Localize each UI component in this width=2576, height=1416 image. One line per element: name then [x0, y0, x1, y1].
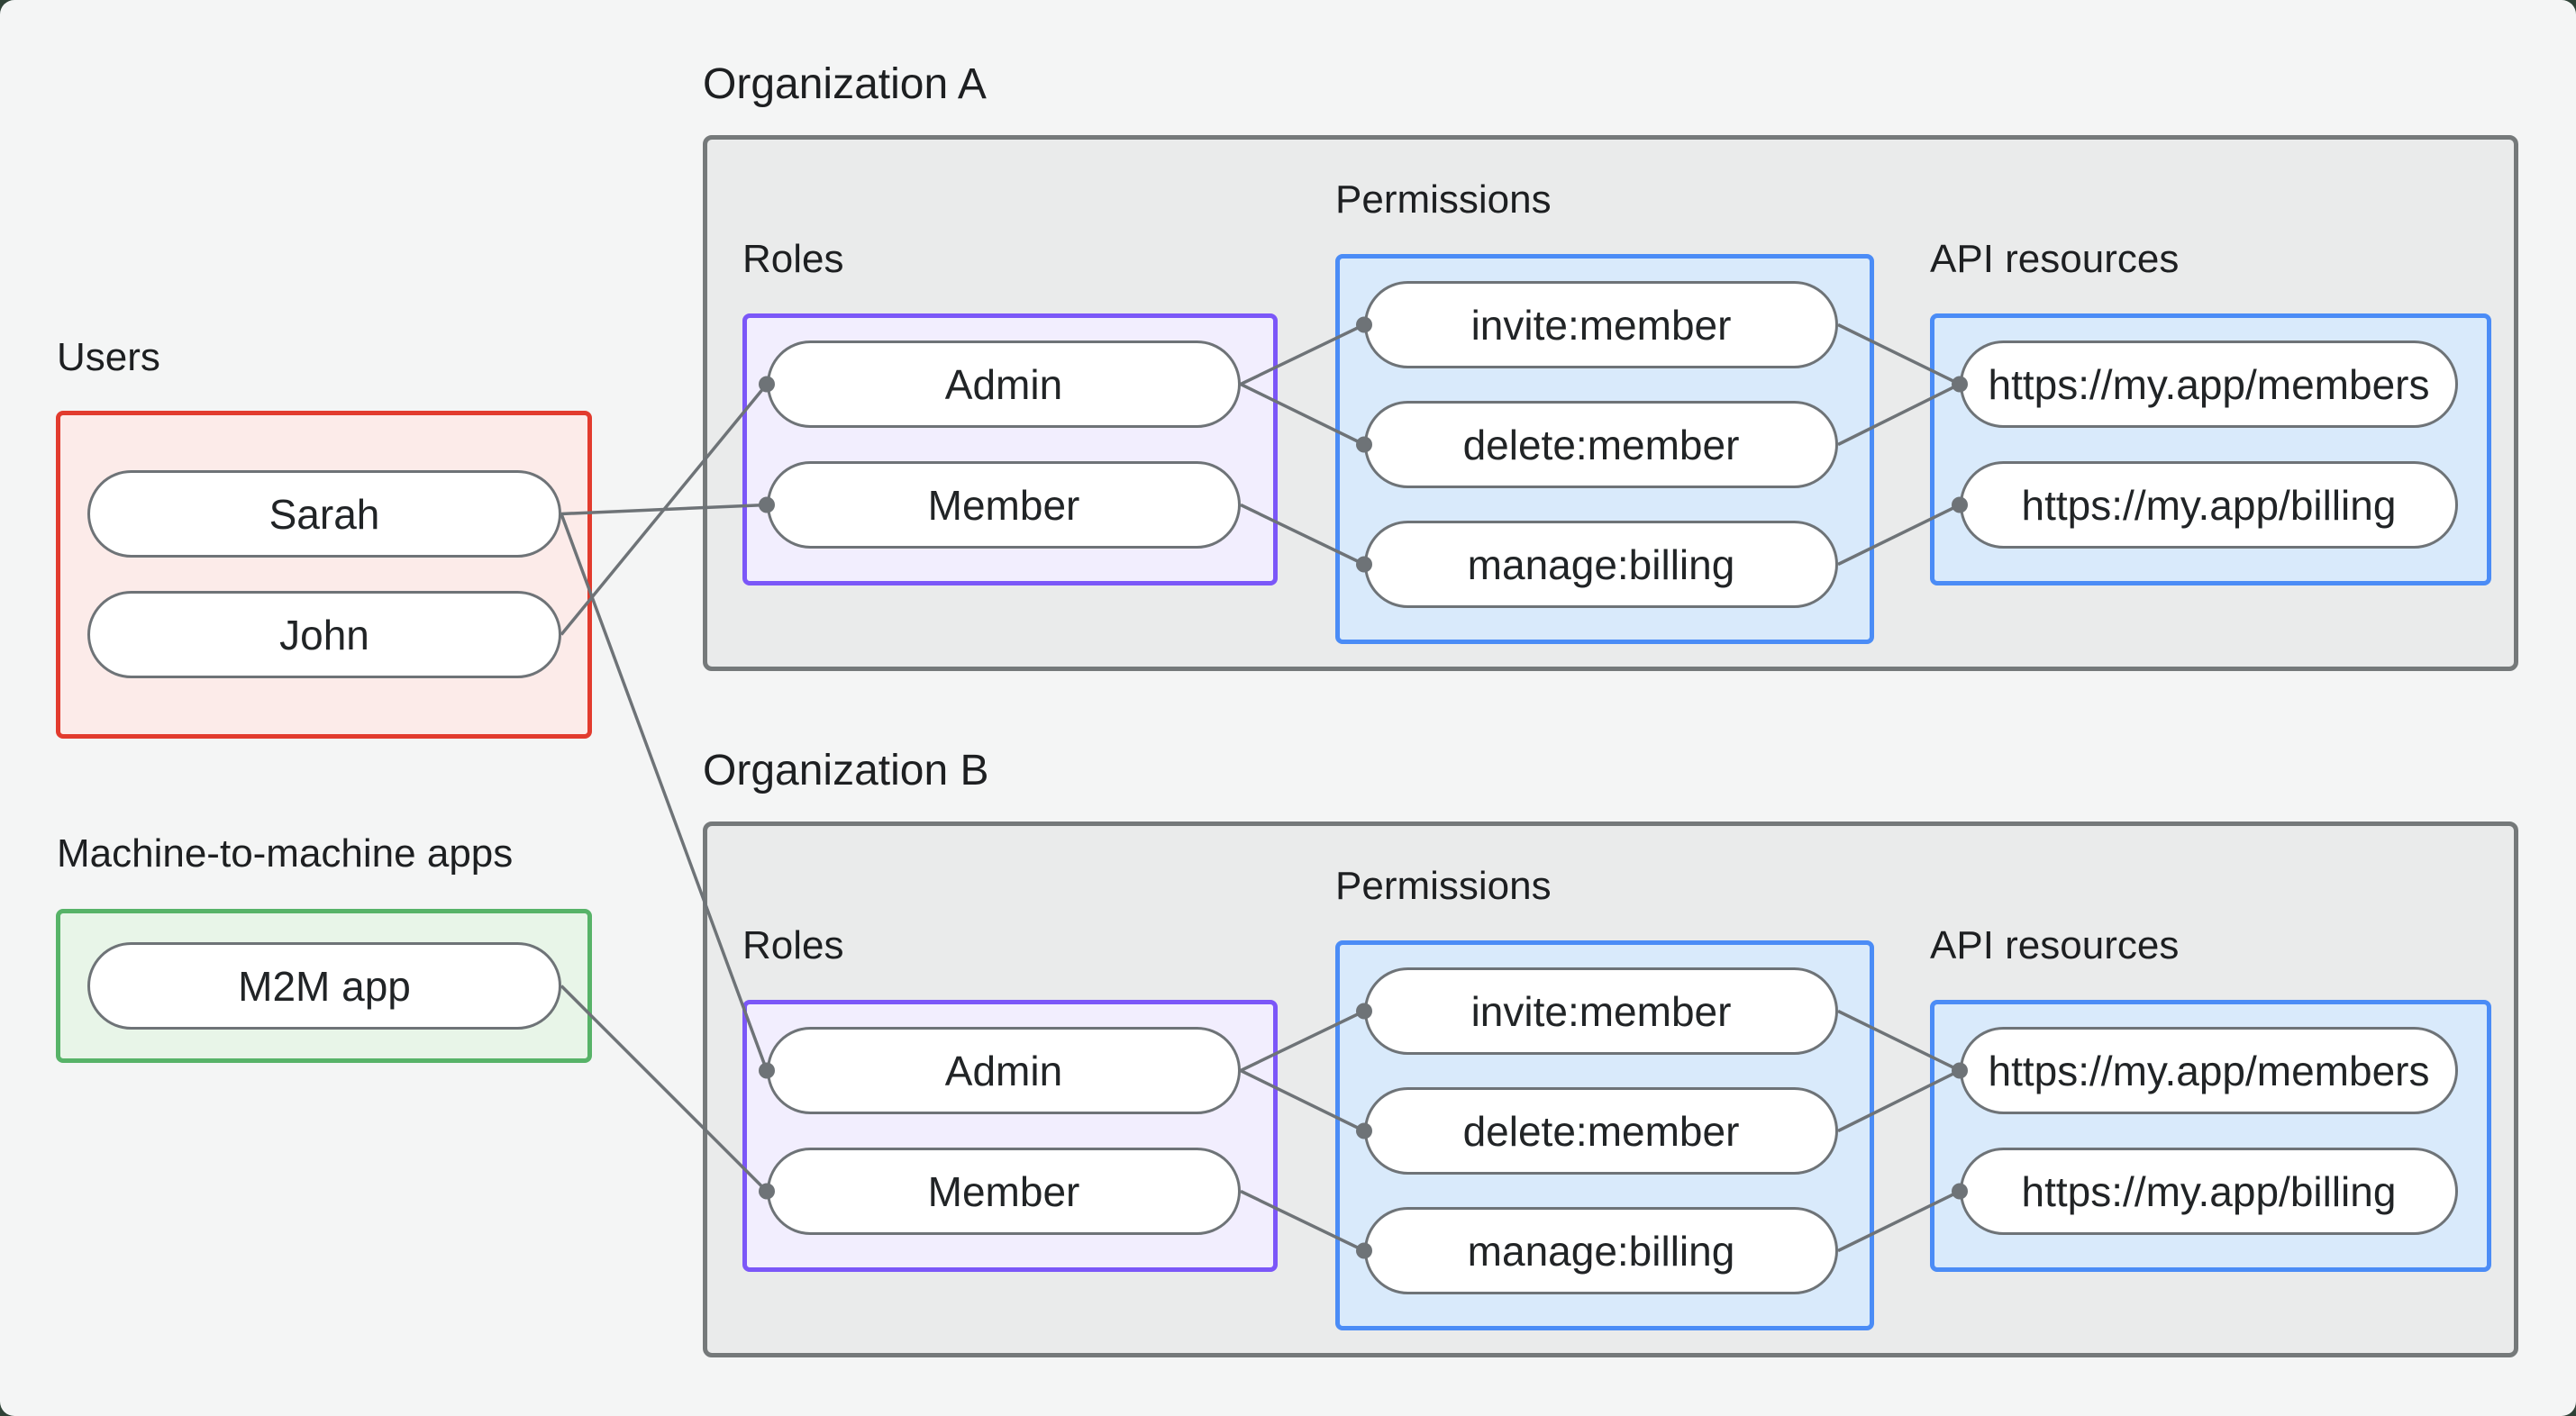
users-group-box [56, 411, 592, 739]
node-org-a-api-billing: https://my.app/billing [1960, 461, 2458, 549]
node-org-a-api-members: https://my.app/members [1960, 340, 2458, 428]
node-org-a-role-member: Member [767, 461, 1241, 549]
node-m2m-app: M2M app [87, 942, 561, 1030]
node-org-b-api-billing: https://my.app/billing [1960, 1148, 2458, 1235]
users-group-label: Users [57, 335, 160, 379]
node-user-john: John [87, 591, 561, 678]
org-b-roles-label: Roles [742, 923, 844, 967]
org-b-permissions-label: Permissions [1335, 864, 1552, 908]
node-org-b-role-admin: Admin [767, 1027, 1241, 1114]
node-org-a-perm-delete: delete:member [1364, 401, 1838, 488]
node-org-a-perm-invite: invite:member [1364, 281, 1838, 368]
node-user-sarah: Sarah [87, 470, 561, 558]
node-org-b-role-member: Member [767, 1148, 1241, 1235]
node-org-a-role-admin: Admin [767, 340, 1241, 428]
node-org-a-perm-manage: manage:billing [1364, 521, 1838, 608]
m2m-group-label: Machine-to-machine apps [57, 831, 514, 876]
node-org-b-api-members: https://my.app/members [1960, 1027, 2458, 1114]
node-org-b-perm-manage: manage:billing [1364, 1207, 1838, 1294]
org-a-api-resources-label: API resources [1930, 237, 2180, 281]
org-a-permissions-label: Permissions [1335, 177, 1552, 222]
org-b-api-resources-label: API resources [1930, 923, 2180, 967]
org-b-label: Organization B [703, 747, 989, 794]
org-a-label: Organization A [703, 60, 987, 108]
node-org-b-perm-invite: invite:member [1364, 967, 1838, 1055]
node-org-b-perm-delete: delete:member [1364, 1087, 1838, 1175]
org-a-roles-label: Roles [742, 237, 844, 281]
